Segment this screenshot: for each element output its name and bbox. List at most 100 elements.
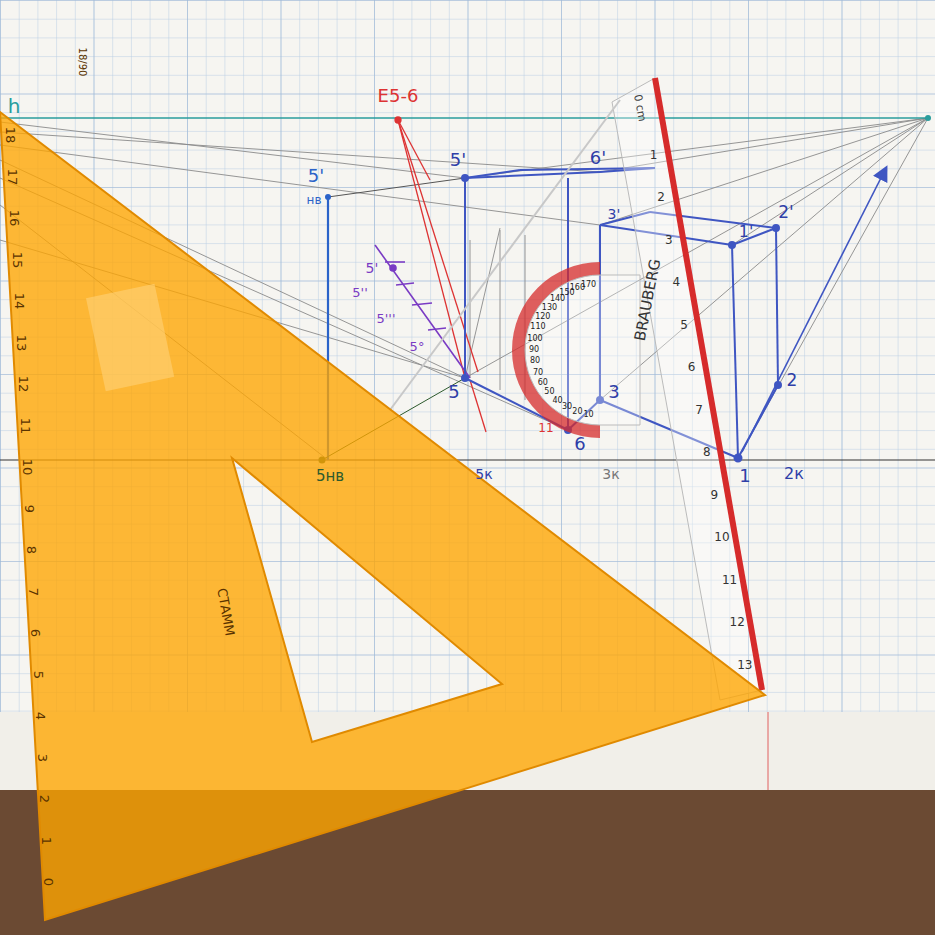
ruler-scale: 11 bbox=[722, 574, 737, 586]
protractor-scale: 70 bbox=[533, 369, 543, 377]
set-square-scale: 15 bbox=[10, 251, 23, 268]
set-square-scale: 16 bbox=[8, 210, 21, 227]
prism-left bbox=[462, 168, 655, 433]
protractor-scale: 170 bbox=[581, 281, 596, 289]
direction-arrow bbox=[742, 168, 886, 452]
point-label: 2 bbox=[787, 372, 798, 389]
point-label: 5нв bbox=[316, 469, 344, 484]
mark-label: 11 bbox=[538, 422, 553, 434]
set-square-scale: 4 bbox=[33, 712, 46, 720]
protractor-scale: 110 bbox=[530, 323, 545, 331]
set-square-scale: 2 bbox=[37, 795, 50, 803]
set-square-scale: 9 bbox=[23, 504, 36, 512]
point-label: 3к bbox=[602, 467, 619, 481]
ruler-scale: 9 bbox=[711, 489, 719, 501]
ruler-scale: 4 bbox=[673, 276, 681, 288]
drawn-stroke bbox=[465, 118, 928, 178]
protractor-scale: 20 bbox=[572, 408, 582, 416]
drawn-stroke bbox=[0, 132, 600, 172]
drawn-stroke bbox=[395, 117, 401, 123]
set-square-scale: 3 bbox=[35, 753, 48, 761]
drawn-stroke bbox=[390, 265, 396, 271]
point-label: нв bbox=[307, 194, 322, 206]
ruler-scale: 3 bbox=[665, 234, 673, 246]
point-label: 1 bbox=[739, 467, 750, 485]
drawn-stroke bbox=[428, 328, 446, 330]
drawn-stroke bbox=[776, 228, 778, 385]
set-square-scale: 18 bbox=[4, 127, 17, 144]
drawn-stroke bbox=[732, 245, 738, 458]
protractor-scale: 40 bbox=[552, 397, 562, 405]
drawn-stroke bbox=[462, 375, 468, 381]
drawn-stroke bbox=[412, 303, 432, 305]
set-square-mark: 18/90 bbox=[77, 48, 87, 77]
drawn-stroke bbox=[0, 112, 765, 920]
set-square-scale: 8 bbox=[25, 546, 38, 554]
ruler-scale: 12 bbox=[730, 616, 745, 628]
drawn-stroke bbox=[464, 178, 466, 378]
set-square-scale: 12 bbox=[16, 376, 29, 393]
ruler-scale: 5 bbox=[680, 319, 688, 331]
set-square bbox=[0, 112, 765, 920]
drawn-stroke bbox=[375, 245, 470, 378]
drawn-stroke bbox=[735, 455, 742, 462]
set-square-scale: 7 bbox=[27, 587, 40, 595]
ruler-scale: 7 bbox=[695, 404, 703, 416]
drawn-stroke bbox=[500, 230, 501, 390]
drawn-stroke bbox=[398, 120, 430, 180]
horizon-line bbox=[0, 117, 930, 119]
set-square-scale: 0 bbox=[42, 878, 55, 886]
protractor-scale: 50 bbox=[544, 388, 554, 396]
protractor-scale: 100 bbox=[527, 335, 542, 343]
drawn-stroke bbox=[738, 118, 928, 458]
set-square-scale: 14 bbox=[12, 293, 25, 310]
ruler-scale: 10 bbox=[714, 531, 729, 543]
set-square-scale: 17 bbox=[6, 168, 19, 185]
set-square-scale: 6 bbox=[29, 629, 42, 637]
point-label: 5' bbox=[308, 167, 324, 185]
drawn-stroke bbox=[325, 194, 331, 200]
drawn-stroke bbox=[470, 240, 471, 378]
set-square-scale: 1 bbox=[39, 836, 52, 844]
drawn-stroke bbox=[465, 170, 520, 178]
protractor-scale: 30 bbox=[562, 403, 572, 411]
set-square-scale: 13 bbox=[14, 334, 27, 351]
division-label: 5'' bbox=[352, 286, 367, 299]
point-label: 2к bbox=[784, 466, 804, 482]
drawn-stroke bbox=[396, 283, 414, 285]
protractor-scale: 130 bbox=[542, 304, 557, 312]
ruler-scale: 13 bbox=[737, 659, 752, 671]
vanishing-point bbox=[925, 115, 931, 121]
drawn-stroke bbox=[462, 175, 468, 181]
point-label: 1' bbox=[739, 224, 754, 240]
division-label: 5' bbox=[366, 261, 379, 275]
point-label: 5к bbox=[475, 467, 492, 481]
protractor bbox=[512, 262, 640, 438]
protractor-scale: 90 bbox=[529, 346, 539, 354]
point-label: 5' bbox=[450, 151, 466, 169]
ruler-scale: 1 bbox=[650, 149, 658, 161]
protractor-scale: 80 bbox=[530, 357, 540, 365]
protractor-scale: 60 bbox=[538, 379, 548, 387]
point-label: 5 bbox=[448, 383, 459, 401]
set-square-scale: 10 bbox=[21, 459, 34, 476]
drawn-stroke bbox=[773, 225, 779, 231]
division-label: 5''' bbox=[377, 312, 396, 325]
ruler-scale: 2 bbox=[657, 191, 665, 203]
horizon-label: h bbox=[8, 96, 21, 116]
set-square-scale: 11 bbox=[18, 417, 31, 434]
vanishing-point-label: E5-6 bbox=[378, 87, 419, 105]
drawn-stroke bbox=[385, 261, 405, 263]
point-label: 6' bbox=[590, 149, 606, 167]
drawn-stroke bbox=[328, 178, 465, 197]
protractor-scale: 10 bbox=[583, 411, 593, 419]
division-line bbox=[375, 245, 470, 378]
drawn-stroke bbox=[732, 228, 776, 245]
point-label: 6 bbox=[574, 435, 585, 453]
ruler-scale: 8 bbox=[703, 446, 711, 458]
drawn-stroke bbox=[768, 712, 769, 790]
point-label: 3' bbox=[608, 207, 621, 221]
